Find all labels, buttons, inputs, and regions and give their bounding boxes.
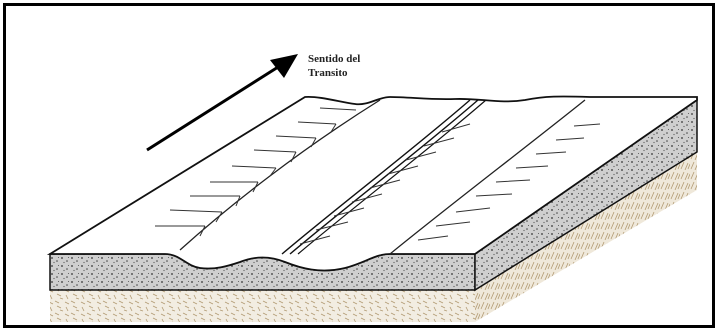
traffic-direction-label-line1: Sentido del (308, 53, 360, 65)
subgrade-front (50, 290, 475, 322)
traffic-direction-label-line2: Transito (308, 67, 348, 79)
traffic-arrow-head (270, 54, 298, 78)
base-layer-front (50, 254, 475, 290)
